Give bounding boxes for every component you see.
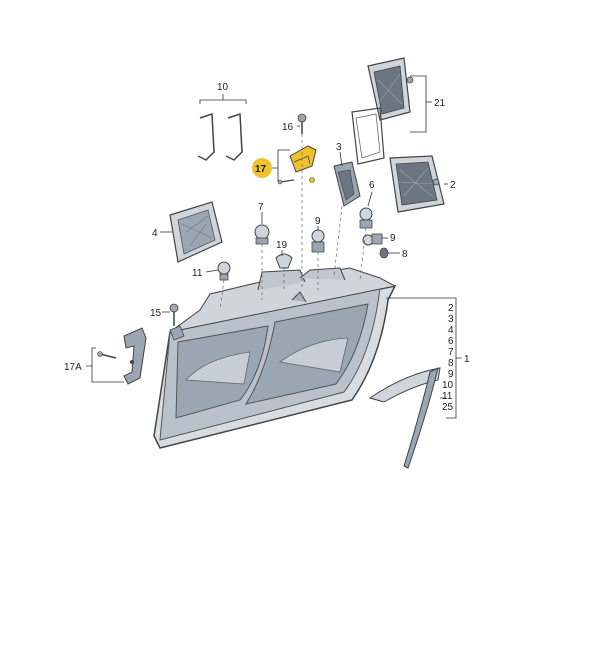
list-item: 8 <box>448 358 454 369</box>
callout-17-badge <box>252 158 272 178</box>
screw-15[interactable] <box>169 303 179 326</box>
screw-16[interactable] <box>297 113 307 134</box>
bulb-11[interactable] <box>217 261 231 281</box>
callout-7: 7 <box>258 202 264 213</box>
callout-16: 16 <box>282 122 294 133</box>
callout-6: 6 <box>369 180 375 191</box>
callout-9a: 9 <box>315 216 321 227</box>
headlight-housing[interactable] <box>153 267 397 449</box>
rear-cover-21[interactable] <box>351 57 414 165</box>
seal-8[interactable] <box>379 247 389 259</box>
list-item: 3 <box>448 314 454 325</box>
trim-strip[interactable] <box>368 367 441 469</box>
list-item: 4 <box>448 325 454 336</box>
callout-21: 21 <box>434 98 446 109</box>
list-item: 9 <box>448 369 454 380</box>
bulb-7[interactable] <box>254 224 270 245</box>
callout-11: 11 <box>192 268 203 279</box>
bulb-6[interactable] <box>359 207 373 229</box>
list-item: 10 <box>442 380 454 391</box>
cover-cap-left[interactable] <box>169 201 223 263</box>
bulb-9-right[interactable] <box>362 233 383 246</box>
highlighted-part-17[interactable] <box>277 145 317 185</box>
list-item: 25 <box>442 402 454 413</box>
bracket-3[interactable] <box>333 161 361 207</box>
assembly-lines <box>219 134 367 311</box>
callout-1: 1 <box>464 354 470 365</box>
bracket-17a[interactable] <box>97 327 147 385</box>
bulb-19[interactable] <box>275 253 293 269</box>
list-item: 2 <box>448 303 454 314</box>
callout-17: 17 <box>255 164 267 175</box>
small-connector[interactable] <box>169 325 185 341</box>
bulb-9-left[interactable] <box>311 229 325 253</box>
callout-4: 4 <box>152 228 158 239</box>
cover-cap-right[interactable] <box>389 155 445 213</box>
callout-8: 8 <box>402 249 408 260</box>
callout-3: 3 <box>336 142 342 153</box>
callout-10: 10 <box>217 82 229 93</box>
callout-17a: 17A <box>64 362 82 373</box>
callout-labels: 10 16 17 3 21 2 6 7 9 9 8 19 4 11 15 17A… <box>64 82 470 413</box>
callout-9b: 9 <box>390 233 396 244</box>
callout-15: 15 <box>150 308 162 319</box>
spring-clips[interactable] <box>197 112 243 161</box>
list-item: 11 <box>442 391 453 402</box>
part-number-list: 2 3 4 6 7 8 9 10 11 25 <box>442 303 454 413</box>
list-item: 7 <box>448 347 454 358</box>
list-item: 6 <box>448 336 454 347</box>
leader-lines <box>86 75 462 419</box>
callout-2: 2 <box>450 180 456 191</box>
callout-19: 19 <box>276 240 288 251</box>
